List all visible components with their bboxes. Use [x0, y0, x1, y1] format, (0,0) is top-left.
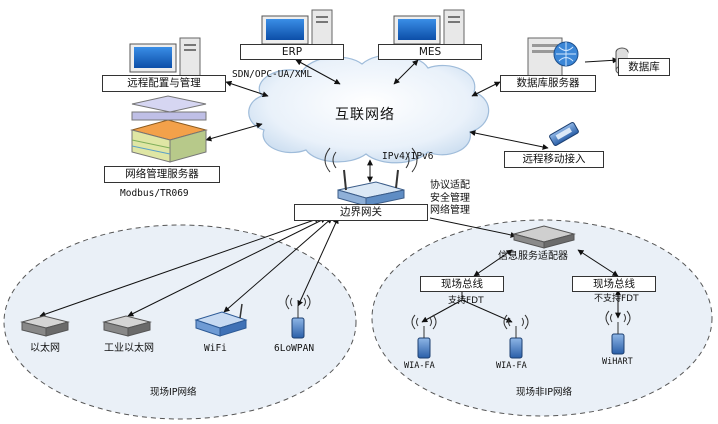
- fieldbus-left-box: 现场总线: [420, 276, 504, 292]
- support-fdt-label: 支持FDT: [448, 296, 484, 306]
- feature-protocol-adapt: 协议适配: [430, 180, 470, 191]
- protocols-label: SDN/OPC-UA/XML: [232, 69, 313, 80]
- database-box: 数据库: [618, 58, 670, 76]
- nms-protocol-label: Modbus/TR069: [120, 188, 189, 199]
- adapter-icon: [512, 225, 576, 249]
- mes-box: MES: [378, 44, 482, 60]
- db-server-box: 数据库服务器: [500, 75, 596, 92]
- wihart-label: WiHART: [602, 357, 633, 367]
- wia-fa-label-2: WIA-FA: [496, 361, 527, 371]
- nms-box: 网络管理服务器: [104, 166, 220, 183]
- wia-fa-sensor-icon-2: [503, 314, 529, 359]
- db-server-icon: [527, 37, 579, 81]
- internet-label: 互联网络: [335, 107, 395, 123]
- nonip-network-label: 现场非IP网络: [516, 387, 573, 398]
- ethernet-label: 以太网: [30, 343, 60, 354]
- fieldbus-right-box: 现场总线: [572, 276, 656, 292]
- edge-gateway-box: 边界网关: [294, 204, 428, 221]
- gateway-features: 协议适配 安全管理 网络管理: [430, 180, 470, 218]
- router-icon: [324, 147, 418, 207]
- industrial-ethernet-device-icon: [102, 315, 152, 337]
- remote-mobile-box: 远程移动接入: [504, 151, 604, 168]
- ethernet-device-icon: [20, 315, 70, 337]
- remote-config-box: 远程配置与管理: [102, 75, 226, 92]
- wia-fa-label-1: WIA-FA: [404, 361, 435, 371]
- ipv-label: IPv4/IPv6: [382, 151, 434, 162]
- remote-config-computer-icon: [129, 37, 201, 79]
- industrial-ethernet-label: 工业以太网: [104, 343, 154, 354]
- adapter-label: 信息服务适配器: [498, 251, 568, 262]
- erp-box: ERP: [240, 44, 344, 60]
- feature-network-mgmt: 网络管理: [430, 205, 470, 216]
- no-support-fdt-label: 不支持FDT: [594, 294, 639, 304]
- wihart-sensor-icon: [605, 310, 631, 355]
- ip-network-label: 现场IP网络: [150, 387, 197, 398]
- wia-fa-sensor-icon-1: [411, 314, 437, 359]
- wifi-device-icon: [194, 303, 248, 337]
- 6lowpan-sensor-icon: [285, 294, 311, 339]
- mobile-device-icon: [549, 122, 579, 146]
- feature-security: 安全管理: [430, 192, 470, 204]
- nonip-network-area: [371, 219, 713, 417]
- wifi-label: WiFi: [204, 343, 227, 354]
- nms-server-icon: [130, 95, 208, 163]
- 6lowpan-label: 6LoWPAN: [274, 343, 315, 354]
